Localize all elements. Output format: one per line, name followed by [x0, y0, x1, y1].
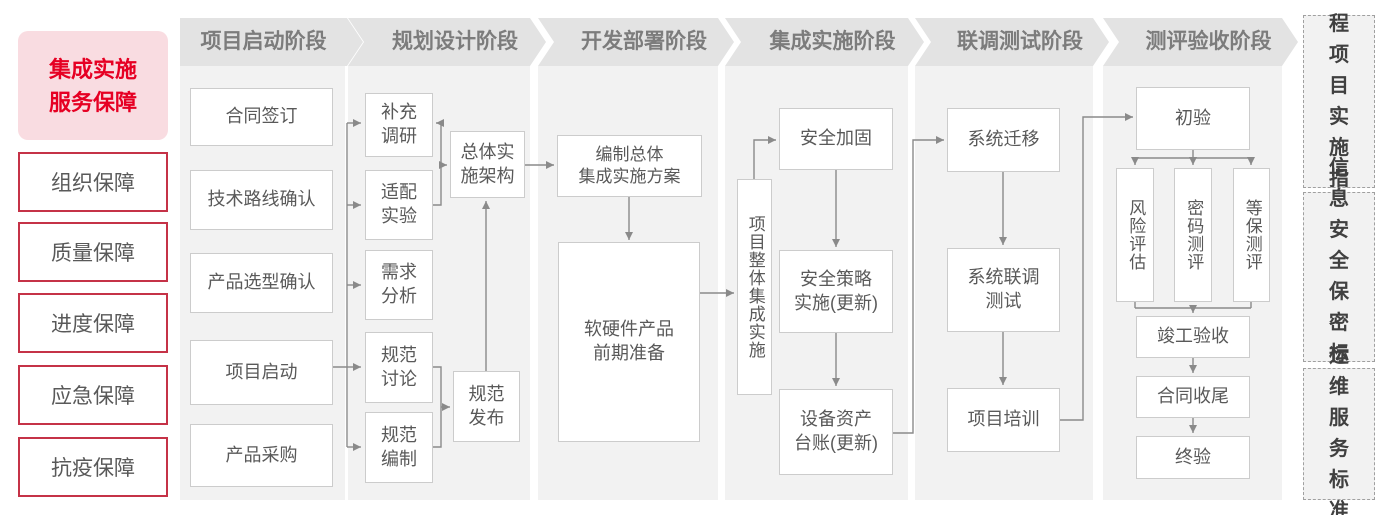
guarantee-organization: 组织保障: [18, 152, 168, 212]
step-security-hardening: 安全加固: [779, 108, 893, 170]
badge-integration-service-guarantee: 集成实施 服务保障: [18, 31, 168, 140]
step-security-policy-implementation: 安全策略 实施(更新): [779, 250, 893, 333]
standard-om-service: 运维 服务 标准: [1303, 345, 1375, 515]
step-product-procurement: 产品采购: [190, 424, 333, 487]
step-asset-ledger-update: 设备资产 台账(更新): [779, 389, 893, 475]
step-initial-acceptance: 初验: [1136, 87, 1250, 150]
step-requirement-analysis: 需求 分析: [365, 250, 433, 320]
phase-header-integration-implementation: 集成实施阶段: [725, 18, 924, 66]
step-spec-release: 规范 发布: [453, 371, 520, 442]
phase-header-joint-debug-test: 联调测试阶段: [915, 18, 1109, 66]
step-supplementary-research: 补充 调研: [365, 93, 433, 157]
step-hw-sw-preparation: 软硬件产品 前期准备: [558, 242, 700, 442]
guarantee-schedule: 进度保障: [18, 293, 168, 353]
step-overall-integration-plan: 编制总体 集成实施方案: [557, 135, 702, 197]
step-system-migration: 系统迁移: [947, 108, 1060, 172]
phase-header-project-initiation: 项目启动阶段: [180, 18, 363, 66]
standard-infosec-confidentiality: 信息 安全 保密 标准: [1303, 157, 1375, 396]
step-project-training: 项目培训: [947, 388, 1060, 452]
guarantee-quality: 质量保障: [18, 222, 168, 282]
guarantee-pandemic: 抗疫保障: [18, 437, 168, 497]
step-final-acceptance: 终验: [1136, 436, 1250, 479]
step-classified-protection-evaluation: 等保测评: [1233, 168, 1270, 302]
step-overall-implementation-architecture: 总体实 施架构: [450, 131, 525, 198]
phase-header-planning-design: 规划设计阶段: [348, 18, 546, 66]
step-product-selection-confirm: 产品选型确认: [190, 253, 333, 313]
step-contract-closure: 合同收尾: [1136, 376, 1250, 418]
standard-project-implementation-guide: 工程 项目 实施 指引: [1303, 0, 1375, 221]
step-tech-route-confirm: 技术路线确认: [190, 170, 333, 230]
step-project-kickoff: 项目启动: [190, 340, 333, 405]
step-spec-discussion: 规范 讨论: [365, 332, 433, 403]
step-system-joint-debug-test: 系统联调 测试: [947, 248, 1060, 332]
phase-header-dev-deployment: 开发部署阶段: [538, 18, 734, 66]
step-crypto-evaluation: 密码测评: [1174, 168, 1212, 302]
step-adaptation-test: 适配 实验: [365, 170, 433, 240]
step-spec-drafting: 规范 编制: [365, 412, 433, 483]
step-contract-signing: 合同签订: [190, 88, 333, 146]
step-risk-assessment: 风险评估: [1116, 168, 1154, 302]
step-overall-project-integration: 项目整体集成实施: [737, 179, 772, 395]
guarantee-emergency: 应急保障: [18, 365, 168, 425]
phase-header-evaluation-acceptance: 测评验收阶段: [1103, 18, 1298, 66]
step-completion-acceptance: 竣工验收: [1136, 316, 1250, 358]
